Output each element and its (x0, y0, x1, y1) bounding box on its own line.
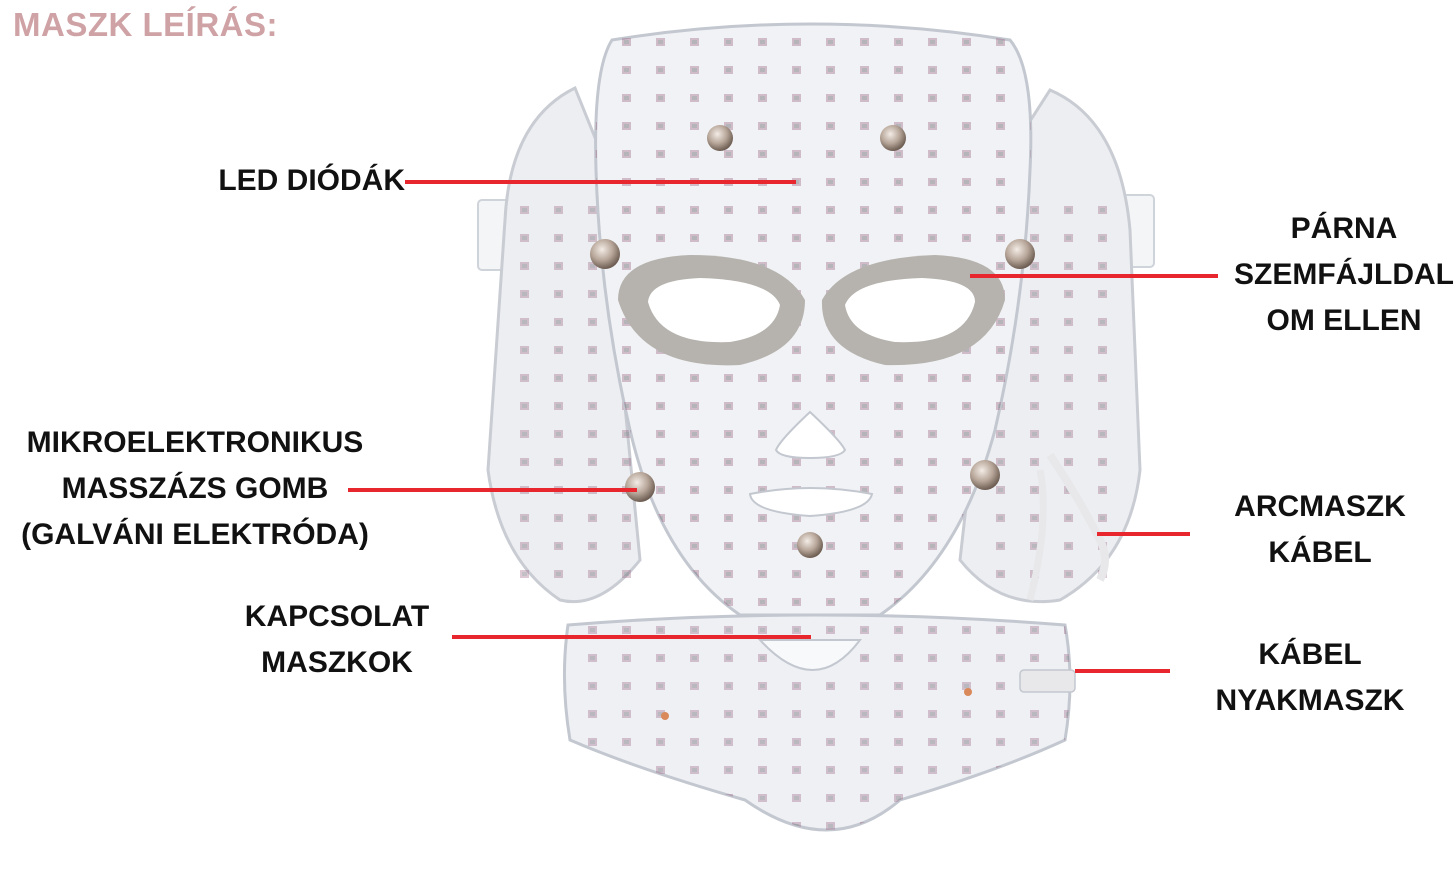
label-massage-button: MIKROELEKTRONIKUS MASSZÁZS GOMB (GALVÁNI… (0, 420, 390, 558)
label-button-line2: MASSZÁZS GOMB (0, 466, 390, 512)
label-pad-line3: OM ELLEN (1226, 298, 1456, 344)
label-neck-cable-line2: NYAKMASZK (1195, 678, 1425, 724)
label-led-diodak: LED DIÓDÁK (195, 158, 405, 204)
label-pad-line1: PÁRNA (1226, 206, 1456, 252)
label-button-line1: MIKROELEKTRONIKUS (0, 420, 390, 466)
label-led-line1: LED DIÓDÁK (195, 158, 405, 204)
label-connection-line1: KAPCSOLAT (232, 594, 442, 640)
label-parna: PÁRNA SZEMFÁJLDAL OM ELLEN (1226, 206, 1456, 344)
label-button-line3: (GALVÁNI ELEKTRÓDA) (0, 512, 390, 558)
label-face-cable-line2: KÁBEL (1220, 530, 1420, 576)
label-face-cable: ARCMASZK KÁBEL (1220, 484, 1420, 576)
label-connection-line2: MASZKOK (232, 640, 442, 686)
label-face-cable-line1: ARCMASZK (1220, 484, 1420, 530)
label-neck-cable-line1: KÁBEL (1195, 632, 1425, 678)
label-connection: KAPCSOLAT MASZKOK (232, 594, 442, 686)
label-neck-cable: KÁBEL NYAKMASZK (1195, 632, 1425, 724)
label-pad-line2: SZEMFÁJLDAL (1226, 252, 1456, 298)
